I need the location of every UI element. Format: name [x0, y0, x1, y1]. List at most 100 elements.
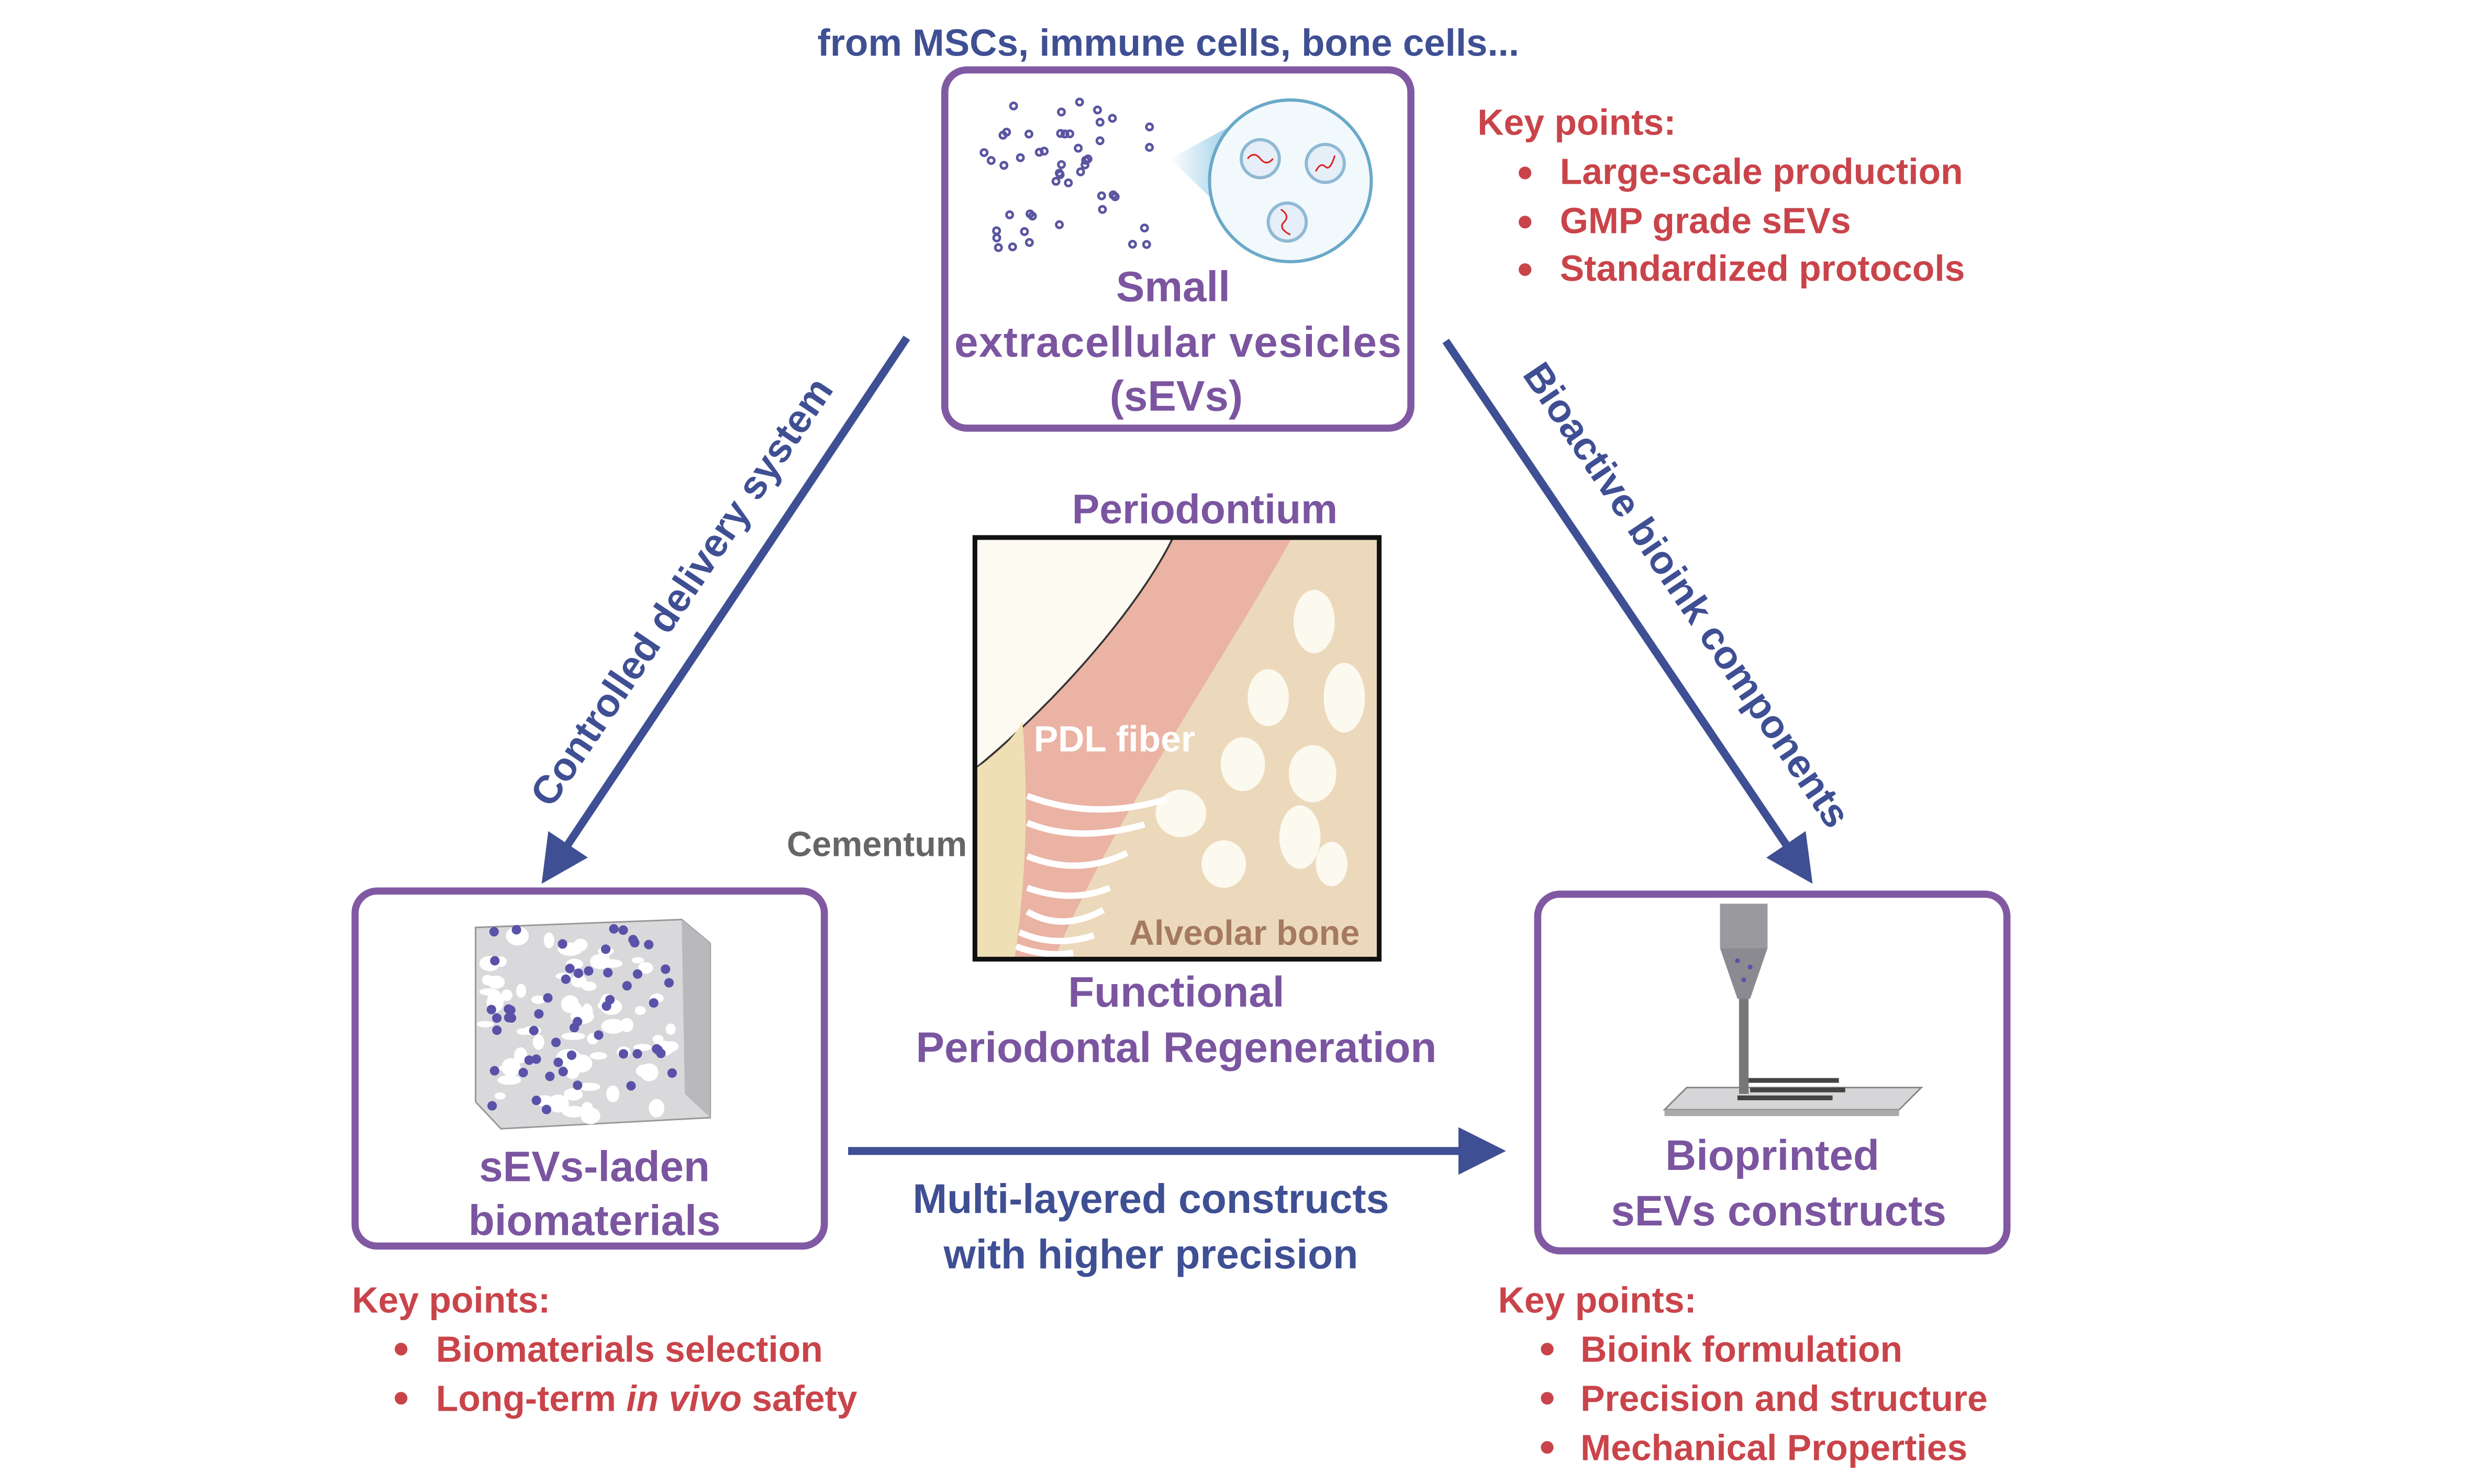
sev-bead	[561, 974, 571, 984]
sev-bead	[565, 964, 575, 974]
sev-bead	[569, 1023, 580, 1033]
vesicle-dot	[1009, 101, 1018, 110]
top-keypoints: Key points: Large-scale production GMP g…	[1477, 102, 1965, 289]
scaffold-pore	[634, 1006, 646, 1016]
bioprinted-title-line1: Bioprinted	[1665, 1132, 1879, 1179]
scaffold-pore	[494, 1092, 506, 1100]
vesicle-dot	[1016, 153, 1025, 162]
sev-bead	[529, 1025, 539, 1035]
vesicle-dot	[1128, 240, 1137, 249]
scaffold-pore	[547, 1094, 569, 1113]
vesicle-dot	[1095, 118, 1105, 127]
sev-bead	[603, 968, 613, 978]
scaffold-pore	[638, 962, 653, 974]
scaffold-pore	[590, 954, 611, 969]
sevs-title-line2: extracellular vesicles	[954, 319, 1401, 366]
sev-bead	[632, 969, 643, 979]
sev-bead	[492, 1025, 502, 1035]
vesicle-dot	[1034, 148, 1044, 157]
cementum-label: Cementum	[787, 825, 967, 864]
vesicle-dot	[1140, 224, 1149, 233]
sev-bead	[632, 1049, 642, 1059]
periodontium-title: Periodontium	[1072, 486, 1338, 532]
scaffold-pore	[564, 1089, 581, 1097]
bottom-arrow-label-line1: Multi-layered constructs	[913, 1176, 1389, 1222]
keypoint: Precision and structure	[1580, 1378, 1988, 1419]
sev-bead	[489, 1066, 499, 1076]
keypoint: Large-scale production	[1560, 151, 1963, 192]
keypoint: Mechanical Properties	[1580, 1427, 1967, 1468]
vesicle-dot	[1145, 143, 1154, 152]
sev-bead	[649, 998, 659, 1008]
keypoint: Long-term in vivo safety	[436, 1378, 857, 1419]
vesicle-dot	[1051, 176, 1061, 186]
vesicle-dot	[1074, 143, 1083, 153]
sev-bead	[605, 995, 615, 1005]
keypoint: Bioink formulation	[1580, 1329, 1902, 1370]
scaffold-pore	[577, 1083, 600, 1091]
vesicle-dot	[1057, 160, 1066, 169]
sev-bead	[489, 927, 499, 937]
scaffold-pore	[582, 1102, 593, 1113]
sev-bead	[622, 981, 632, 991]
sev-bead	[534, 1009, 544, 1019]
sevs-box: Small extracellular vesicles (sEVs)	[941, 66, 1414, 432]
sev-bead	[490, 956, 500, 966]
sev-bead	[573, 968, 583, 978]
scaffold-pore	[479, 988, 499, 996]
biomaterials-title-line1: sEVs-laden	[479, 1143, 710, 1190]
vesicle-dot	[1026, 209, 1035, 219]
vesicle-dot	[1098, 205, 1107, 214]
vesicle-dot	[1057, 107, 1066, 117]
vesicle-dot	[1108, 114, 1117, 123]
vesicle-dot	[1065, 129, 1075, 139]
scaffold-cube-icon	[474, 919, 711, 1130]
scaffold-pore	[663, 1041, 679, 1052]
scaffold-pore	[501, 989, 513, 1001]
vesicle-dot	[1002, 127, 1011, 137]
sev-bead	[553, 1057, 563, 1067]
sev-bead	[511, 925, 521, 935]
scaffold-pore	[497, 1075, 521, 1085]
vesicle-dot	[1024, 238, 1034, 247]
sev-bead	[630, 938, 640, 948]
sev-bead	[551, 1037, 561, 1047]
bioprinted-box: Bioprinted sEVs constructs	[1534, 890, 2011, 1255]
vesicle-dot	[1005, 210, 1015, 219]
sev-bead	[545, 1072, 555, 1081]
scaffold-pore	[506, 926, 529, 946]
sev-bead	[531, 1096, 541, 1106]
scaffold-pore	[632, 957, 644, 964]
vesicle-dot	[1097, 191, 1106, 200]
sevs-title-line3: (sEVs)	[1110, 373, 1243, 420]
sev-bead	[618, 925, 628, 935]
biomaterials-box: sEVs-laden biomaterials	[351, 887, 828, 1250]
scaffold-pore	[665, 1023, 676, 1035]
left-keypoints: Key points: Biomaterials selection Long-…	[352, 1280, 857, 1419]
right-arrow-label: Bioactive bioink components	[1514, 354, 1859, 835]
scaffold-pore	[620, 1018, 633, 1032]
scaffold-pore	[543, 932, 554, 949]
keypoints-title: Key points:	[1498, 1280, 1697, 1321]
biomaterials-title-line2: biomaterials	[469, 1197, 721, 1244]
vesicle-dot	[1080, 160, 1090, 170]
keypoint: Standardized protocols	[1560, 248, 1965, 288]
keypoints-title: Key points:	[1477, 102, 1676, 143]
vesicle-dots-icon	[979, 97, 1154, 252]
scaffold-pore	[601, 1019, 626, 1034]
sev-bead	[664, 978, 674, 988]
bioprinter-icon	[1662, 903, 1923, 1117]
vesicle-dot	[1056, 129, 1065, 138]
scaffold-pore	[476, 1021, 494, 1028]
vesicle-dot	[1008, 242, 1017, 252]
left-arrow-label: Controlled delivery system	[521, 370, 841, 814]
sev-bead	[566, 1050, 577, 1060]
vesicle-dot	[1093, 105, 1102, 115]
left-arrow	[541, 336, 910, 884]
scaffold-pore	[640, 1063, 659, 1081]
keypoints-title: Key points:	[352, 1280, 550, 1321]
sev-bead	[667, 1068, 677, 1078]
scaffold-pore	[487, 975, 505, 989]
scaffold-pore	[516, 984, 527, 998]
scaffold-pore	[606, 1085, 620, 1102]
